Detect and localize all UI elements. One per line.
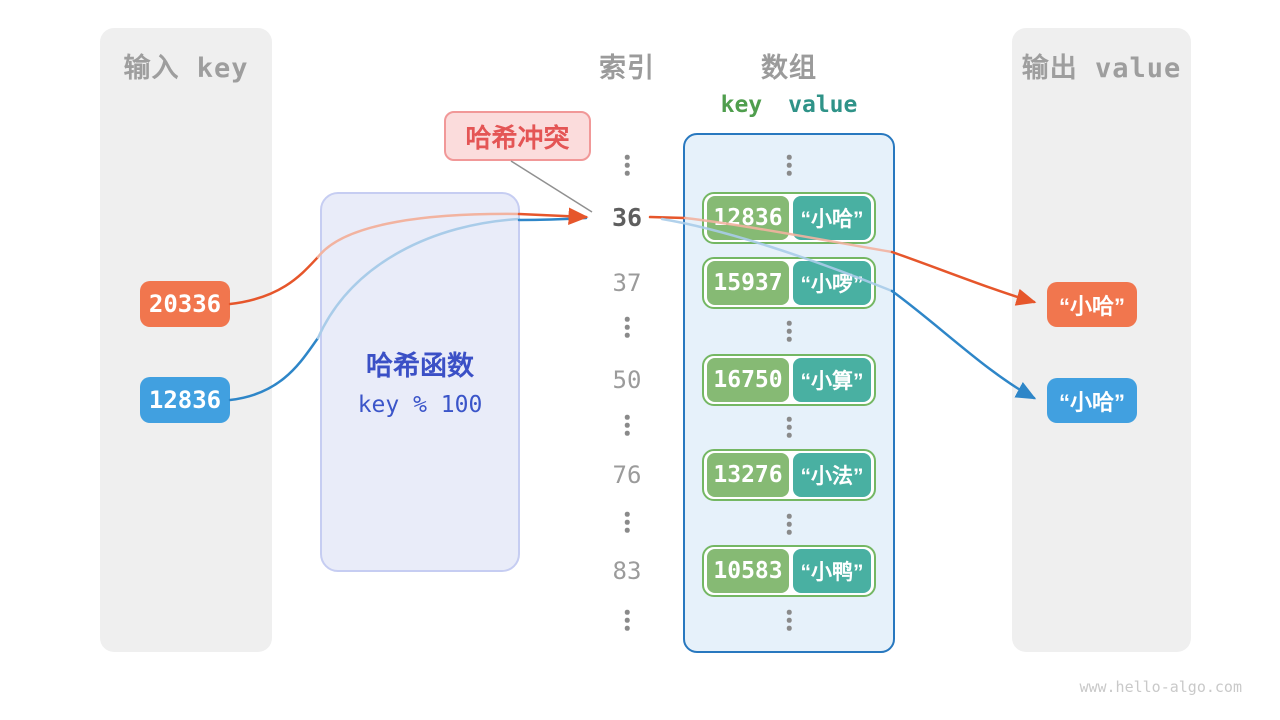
array-key-cell: 15937 [707,261,789,305]
array-row: 13276 “小法” [702,449,876,501]
badge-pointer-line [510,160,593,213]
arrow-blue-to-index36 [517,216,588,222]
output-value-panel [1012,28,1191,652]
ellipsis-icon [624,316,630,338]
index-50: 50 [612,366,642,394]
index-37: 37 [612,269,642,297]
key-value-header: key value [683,92,895,118]
array-key-cell: 16750 [707,358,789,402]
ellipsis-icon [624,609,630,631]
ellipsis-icon [786,513,792,535]
array-value-cell: “小哈” [793,196,871,240]
value-header-label: value [788,92,858,118]
input-panel-title: 输入 key [123,53,249,84]
array-row: 12836 “小哈” [702,192,876,244]
array-value-cell: “小啰” [793,261,871,305]
index-column-title: 索引 [599,53,655,84]
ellipsis-icon [624,511,630,533]
array-key-cell: 12836 [707,196,789,240]
index-36: 36 [611,203,643,232]
array-row: 16750 “小算” [702,354,876,406]
output-value-blue: “小哈” [1047,378,1137,423]
hash-function-formula: key % 100 [357,392,483,418]
array-key-cell: 10583 [707,549,789,593]
watermark: www.hello-algo.com [1079,678,1242,696]
hash-collision-badge: 哈希冲突 [444,111,591,161]
array-value-cell: “小算” [793,358,871,402]
array-row: 10583 “小鸭” [702,545,876,597]
index-83: 83 [612,557,642,585]
ellipsis-icon [624,154,630,176]
input-key-12836: 12836 [140,377,230,423]
arrow-orange-to-index36 [517,207,589,225]
array-column-title: 数组 [761,53,817,84]
output-value-orange: “小哈” [1047,282,1137,327]
input-key-20336: 20336 [140,281,230,327]
array-value-cell: “小鸭” [793,549,871,593]
array-key-cell: 13276 [707,453,789,497]
input-key-panel [100,28,272,652]
output-panel-title: 输出 value [1021,53,1182,84]
ellipsis-icon [786,154,792,176]
ellipsis-icon [786,320,792,342]
ellipsis-icon [624,414,630,436]
ellipsis-icon [786,416,792,438]
ellipsis-icon [786,609,792,631]
array-value-cell: “小法” [793,453,871,497]
hash-function-title: 哈希函数 [366,351,474,382]
key-header-label: key [720,92,763,118]
array-row: 15937 “小啰” [702,257,876,309]
index-76: 76 [612,461,642,489]
